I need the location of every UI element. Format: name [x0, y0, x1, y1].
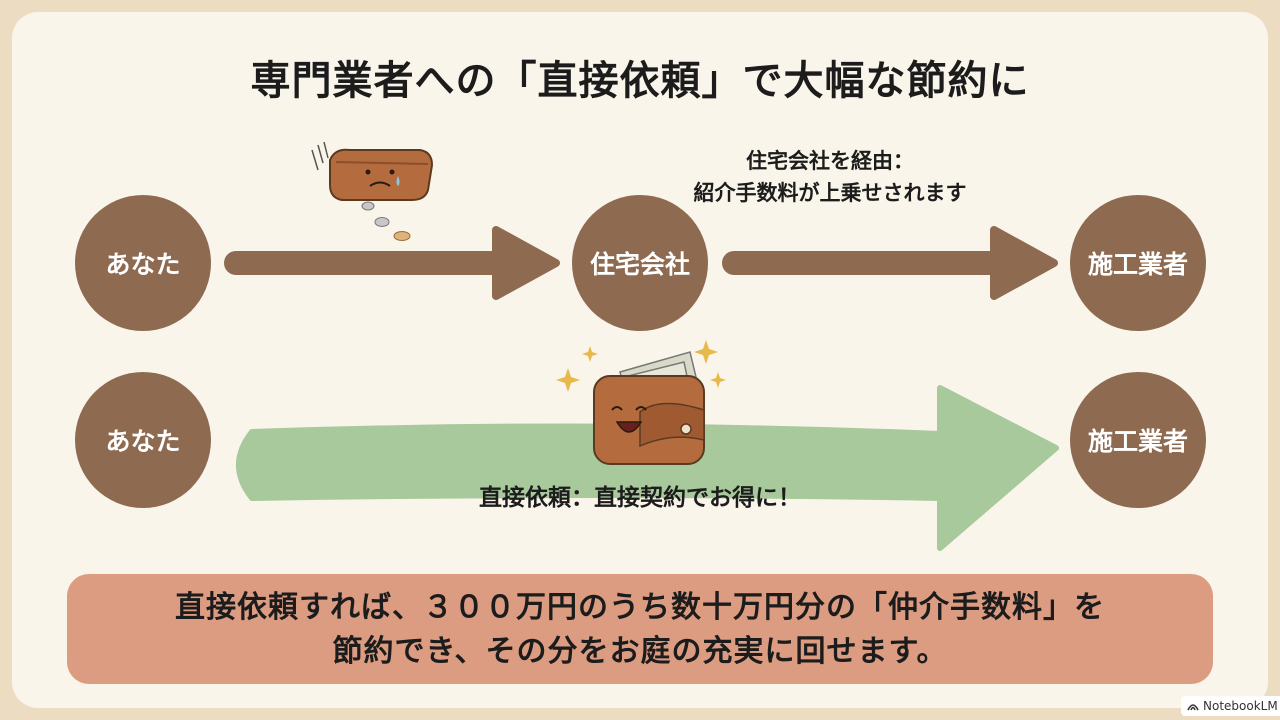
direct-request-label: 直接依頼：直接契約でお得に！ — [479, 485, 801, 511]
via-label-line1: 住宅会社を経由： — [746, 149, 914, 173]
node-you-bottom: あなた — [75, 372, 211, 508]
node-contractor-top: 施工業者 — [1070, 195, 1206, 331]
via-house-company-label: 住宅会社を経由： 紹介手数料が上乗せされます — [660, 145, 1000, 209]
notebooklm-badge[interactable]: NotebookLM — [1181, 696, 1280, 716]
slide-title: 専門業者への「直接依頼」で大幅な節約に — [250, 58, 1030, 104]
node-you-top: あなた — [75, 195, 211, 331]
node-house-company: 住宅会社 — [572, 195, 708, 331]
via-label-line2: 紹介手数料が上乗せされます — [693, 181, 967, 205]
summary-text: 直接依頼すれば、３００万円のうち数十万円分の「仲介手数料」を 節約でき、その分を… — [0, 586, 1280, 674]
node-contractor-bottom: 施工業者 — [1070, 372, 1206, 508]
summary-line1: 直接依頼すれば、３００万円のうち数十万円分の「仲介手数料」を — [175, 590, 1105, 625]
arrow-house-company-to-contractor — [722, 226, 1058, 300]
notebooklm-logo-icon — [1187, 704, 1199, 711]
notebooklm-badge-label: NotebookLM — [1203, 699, 1278, 713]
summary-box — [67, 574, 1213, 684]
arrow-direct-request — [236, 385, 1059, 551]
sad-wallet-icon — [311, 141, 434, 241]
arrow-you-to-house-company — [224, 226, 560, 300]
happy-wallet-icon — [556, 340, 726, 465]
summary-line2: 節約でき、その分をお庭の充実に回せます。 — [332, 634, 948, 669]
